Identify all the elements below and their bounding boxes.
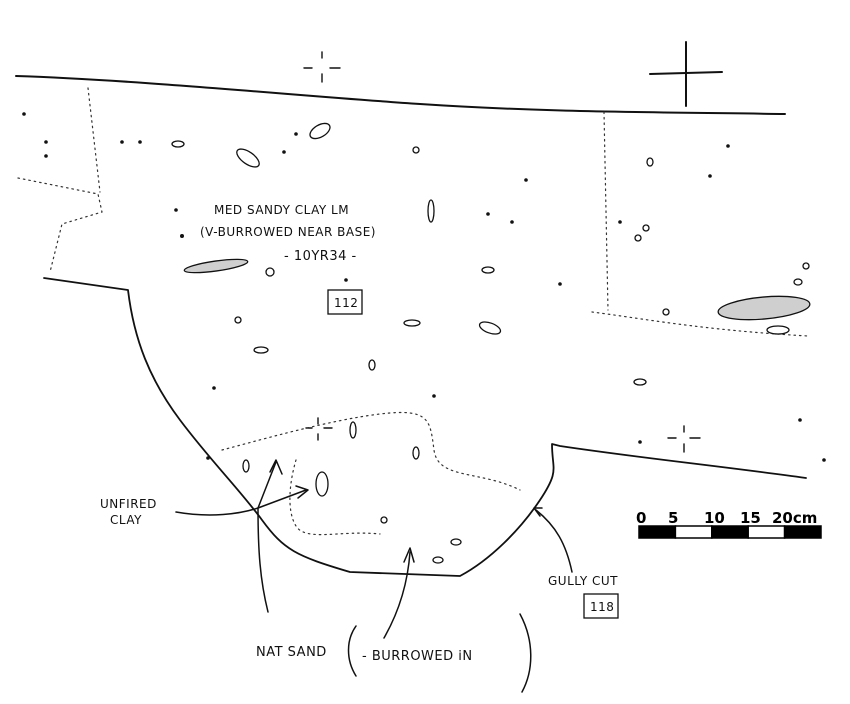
context-cut-number: 118 — [590, 600, 614, 614]
scale-tick-0: 0 — [636, 509, 646, 527]
scale-segments — [638, 525, 822, 539]
scale-tick-5: 5 — [668, 509, 678, 527]
unfired-clay-line2: CLAY — [110, 513, 142, 527]
pit-dotted-inner — [289, 459, 381, 536]
scale-segment — [674, 525, 713, 539]
annotation-arrows — [175, 459, 573, 693]
unfired-clay-arrow-right — [257, 489, 307, 509]
nat-sand-pointer — [257, 507, 269, 613]
unfired-clay-line1: UNFIRED — [100, 497, 157, 511]
survey-marker-pit — [305, 417, 333, 441]
burrowed-arrow — [383, 551, 411, 639]
dots — [22, 112, 826, 462]
ground-surface-line — [15, 75, 786, 115]
fill-description-line1: MED SANDY CLAY LM — [214, 203, 349, 217]
unfired-clay-pointer — [175, 507, 259, 516]
inclusions — [171, 122, 811, 564]
munsell-colour: - 10YR34 - — [284, 249, 357, 264]
scale-tick-15: 15 — [740, 509, 761, 527]
scale-tick-20cm: 20cm — [772, 509, 817, 527]
context-fill-box — [327, 289, 363, 315]
right-dotted-horizon — [591, 311, 809, 337]
fill-description-line2: (V-BURROWED NEAR BASE) — [200, 225, 376, 239]
burrowed-in-label: - BURROWED iN — [362, 649, 473, 664]
survey-marker-large — [649, 41, 723, 107]
pit-dotted-boundary — [221, 411, 521, 491]
survey-marker-small — [303, 51, 341, 83]
survey-marker-right — [667, 425, 701, 453]
scale-segment — [747, 525, 786, 539]
nat-sand-label: NAT SAND — [256, 645, 327, 660]
scale-tick-10: 10 — [704, 509, 725, 527]
right-vertical-dotted-edge — [603, 111, 609, 311]
scale-segment — [711, 525, 749, 539]
left-vertical-dotted-edge — [87, 87, 101, 193]
gully-cut-label: GULLY CUT — [548, 574, 618, 588]
scale-segment — [638, 525, 677, 539]
gully-cut-outline — [43, 277, 807, 577]
scale-segment — [783, 525, 822, 539]
bracket-left — [347, 625, 357, 677]
gully-cut-arrow — [535, 509, 573, 573]
context-fill-number: 112 — [334, 296, 358, 310]
context-cut-box — [583, 593, 619, 619]
left-dotted-horizon — [17, 177, 103, 273]
bracket-right — [519, 613, 532, 693]
unfired-clay-arrow-up — [257, 461, 277, 509]
scale-bar: 0 5 10 15 20cm — [636, 509, 822, 539]
